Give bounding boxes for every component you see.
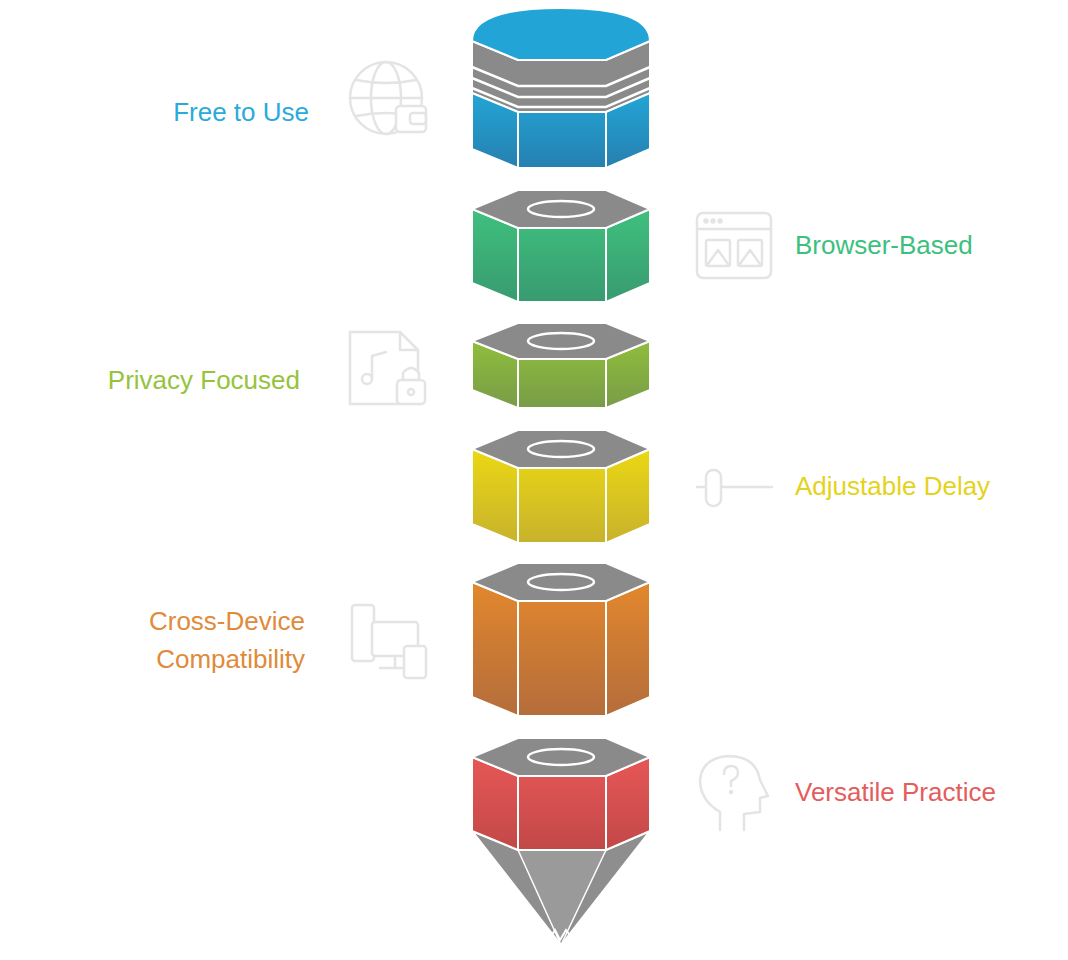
private-file-icon: [350, 332, 425, 404]
edge-line: [605, 468, 607, 543]
edge-line: [605, 112, 607, 168]
pencil-segment: Versatile Practice: [472, 738, 650, 850]
edge-line: [517, 359, 519, 408]
prism-body: [472, 582, 650, 716]
feature-label: Free to Use: [173, 93, 309, 131]
edge-line: [517, 776, 519, 850]
feature-label: Browser-Based: [795, 226, 973, 264]
feature-label: Adjustable Delay: [795, 467, 990, 505]
thinking-head-icon: [700, 756, 768, 830]
prism-top: [472, 323, 650, 359]
edge-line: [517, 228, 519, 302]
prism-body: [472, 93, 650, 168]
slider-icon: [697, 470, 772, 506]
prism-shape: [472, 190, 650, 302]
devices-icon: [352, 605, 426, 678]
browser-icon: [697, 213, 771, 278]
edge-line: [605, 601, 607, 716]
pencil-segment: Adjustable Delay: [472, 430, 650, 543]
band-stripe: [472, 78, 650, 97]
prism-hole: [528, 201, 594, 217]
cap: [472, 8, 650, 60]
edge-line: [605, 359, 607, 408]
pencil-segment: Free to Use: [472, 8, 650, 168]
feature-label: Cross-Device Compatibility: [115, 602, 305, 678]
feature-label: Privacy Focused: [108, 361, 300, 399]
prism-hole: [528, 441, 594, 457]
prism-hole: [528, 749, 594, 765]
prism-top: [472, 190, 650, 228]
feature-label: Versatile Practice: [795, 773, 996, 811]
prism-top: [472, 563, 650, 601]
prism-top: [472, 430, 650, 468]
prism-shape: [472, 323, 650, 408]
prism-top: [472, 738, 650, 776]
pencil-segment: Cross-Device Compatibility: [472, 563, 650, 716]
prism-hole: [528, 574, 594, 590]
edge-line: [605, 228, 607, 302]
prism-shape: [472, 8, 650, 168]
edge-line: [517, 468, 519, 543]
prism-shape: [472, 563, 650, 716]
pencil-segment: Privacy Focused: [472, 323, 650, 408]
prism-shape: [472, 738, 650, 850]
pencil-segment: Browser-Based: [472, 190, 650, 302]
band-stripe: [472, 67, 650, 86]
edge-line: [517, 112, 519, 168]
edge-line: [605, 776, 607, 850]
edge-line: [517, 601, 519, 716]
prism-shape: [472, 430, 650, 543]
prism-hole: [528, 333, 594, 349]
globe-icon: [350, 62, 426, 134]
